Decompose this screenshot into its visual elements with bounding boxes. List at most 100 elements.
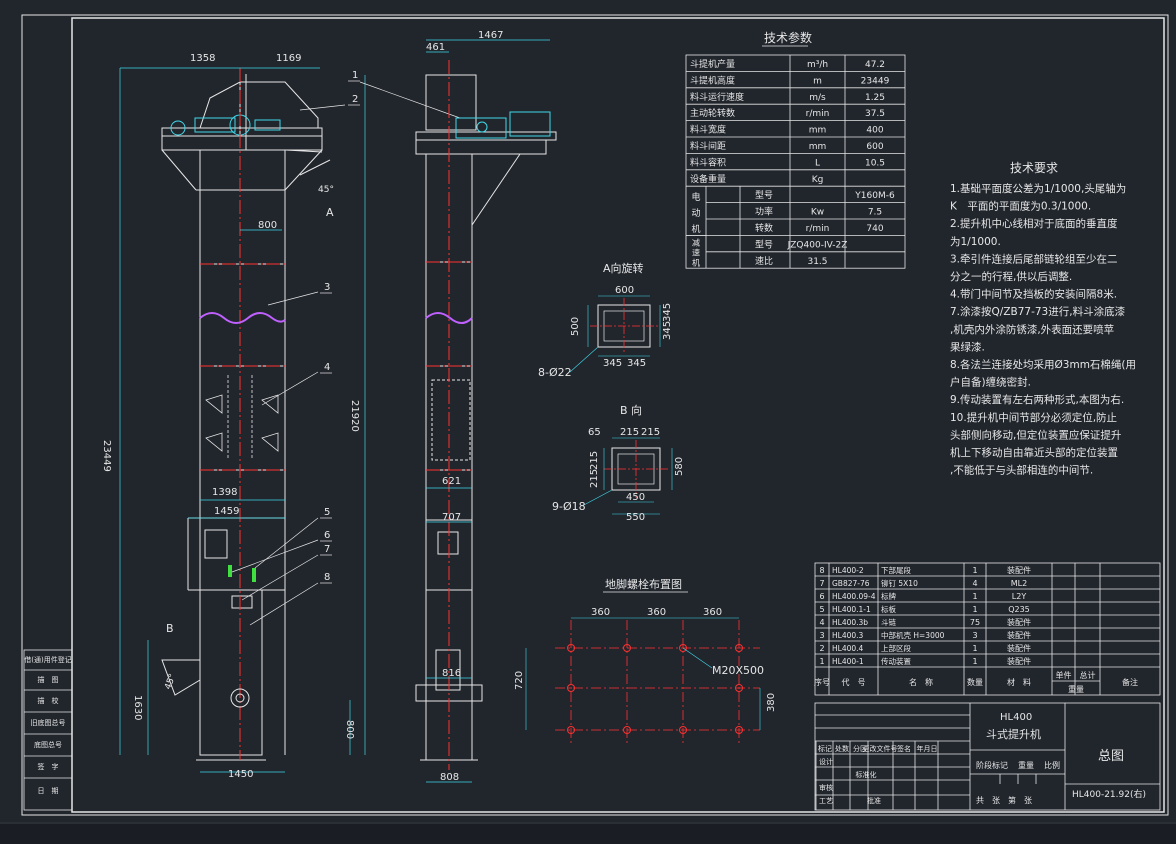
side-block-label: 描 图 [38,675,59,684]
anchor-720: 720 [514,671,525,690]
param-unit: Kg [812,175,824,185]
view-b-h215a: 215 [589,451,600,470]
tech-params-title: 技术参数 [764,30,812,45]
view-marker-a: A [326,206,334,219]
anchor-d3: 360 [703,607,722,618]
nameplate-marker [228,565,232,577]
param-unit: m/s [809,93,826,103]
part-material: ML2 [1011,579,1027,588]
parts-header: 总计 [1080,670,1096,680]
part-material: 装配件 [1007,565,1031,575]
side-dimensions [426,39,550,783]
title-rev-header: 年月日 [917,744,938,753]
dim-1398: 1398 [212,487,237,498]
anchor-dims [525,617,761,730]
view-a-d2: 345 [627,358,646,369]
view-b-580: 580 [674,457,685,476]
reducer-param-value: 31.5 [807,257,827,267]
tech-req-line: 1.基础平面度公差为1/1000,头尾轴为 [950,182,1126,195]
param-value: 37.5 [865,109,885,119]
side-block-label: 借(通)用件登记 [24,655,71,664]
side-centerline [426,60,472,770]
tech-req-line: 10.提升机中间节部分必须定位,防止 [950,411,1117,424]
parts-weight-header: 重量 [1068,684,1084,694]
tech-req-line: 果绿漆. [950,340,985,353]
dim-1459: 1459 [214,506,239,517]
view-b-215a: 215 [620,427,639,438]
part-material: L2Y [1012,592,1027,601]
callout-3: 3 [324,282,330,293]
view-b-title: B 向 [620,403,642,417]
view-a-dims [569,295,661,373]
view-b-centerlines [604,440,668,498]
callout-leader [261,371,319,406]
tech-req-line: 头部侧向移动,但定位装置应保证提升 [950,428,1121,441]
inner-border [71,17,1165,813]
motor-param-name: 功率 [755,206,773,218]
title-model: HL400 [1000,712,1032,723]
tech-req-line: 户自备)缠绕密封. [950,376,1031,389]
view-a-d1: 345 [603,358,622,369]
param-value: 1.25 [865,93,885,103]
inlet-chute [161,149,331,708]
part-name: 铆钉 5X10 [881,578,918,588]
view-marker-b: B [166,622,174,635]
tech-req-line: 7.涂漆按Q/ZB77-73进行,料斗涂底漆 [950,305,1126,318]
side-registration-block [23,649,73,811]
dim-23449: 23449 [101,440,112,472]
param-unit: m [813,76,822,86]
part-code: HL400-1 [832,657,864,666]
parts-header: 序号 [814,677,830,687]
dim-1358: 1358 [190,53,215,64]
parts-header: 数量 [967,677,983,687]
callout-4: 4 [324,362,330,373]
part-name: 下部尾段 [881,565,911,575]
param-name: 料斗间距 [690,140,726,152]
title-drawing-type: 总图 [1098,749,1124,764]
anchor-grid [555,620,760,745]
title-drawing-no: HL400-21.92(右) [1072,788,1146,800]
plate-marker [252,568,256,582]
part-name: 上部区段 [881,643,911,653]
title-role: 审核 [819,783,833,792]
tech-req-line: 分之一的行程,供以后调整. [950,270,1072,283]
tech-req-line: K 平面的平面度为0.3/1000. [950,200,1091,213]
side-block-label: 旧底图总号 [31,718,66,727]
tech-req-title: 技术要求 [1010,161,1058,175]
view-b-550: 550 [626,512,645,523]
tech-req-line: 为1/1000. [950,236,1001,248]
motor-param-name: 型号 [755,190,773,201]
side-drive [455,111,551,139]
tech-requirements: 技术要求 1.基础平面度公差为1/1000,头尾轴为 K 平面的平面度为0.3/1… [950,161,1136,477]
title-role: 标准化 [856,770,877,779]
dim-800-top: 800 [258,220,277,231]
part-code: GB827-76 [832,579,870,588]
callout-1: 1 [352,70,358,81]
parts-header: 代 号 [842,677,866,687]
anchor-d1: 360 [591,607,610,618]
part-qty: 4 [972,579,977,588]
param-unit: r/min [806,109,830,119]
parts-header: 备注 [1122,677,1138,687]
parts-header: 材 料 [1007,677,1031,687]
param-value: 10.5 [865,158,885,168]
view-a-height: 500 [570,317,581,336]
title-role: 设计 [819,757,833,766]
part-code: HL400.09-4 [832,592,876,601]
title-ratio-label: 比例 [1044,760,1060,770]
title-role: 工艺 [819,797,833,805]
front-dimensions [119,67,366,773]
param-value: 23449 [861,76,890,86]
part-no: 2 [819,644,824,653]
title-weight-label: 重量 [1018,760,1034,770]
reducer-param-name: 速比 [755,255,773,267]
part-material: 装配件 [1007,656,1031,666]
param-unit: L [815,158,820,168]
reducer-param-name: 型号 [755,239,773,250]
view-b: B 向 65 215 215 215 215 580 450 550 9-Ø18 [552,403,685,523]
motor-group-char: 动 [691,208,700,219]
param-name: 斗提机产量 [690,58,735,70]
